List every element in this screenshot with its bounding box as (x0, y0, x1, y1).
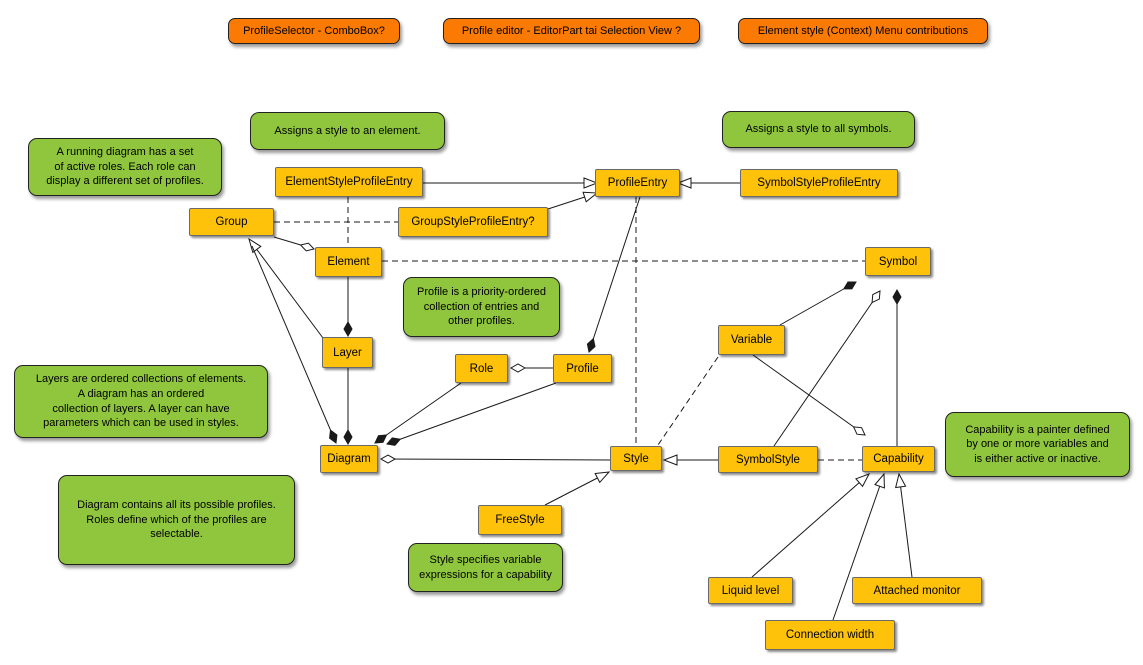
class-node-Role: Role (455, 354, 508, 383)
assigns-symbols-note: Assigns a style to all symbols. (722, 111, 915, 148)
running-diagram-note: A running diagram has a set of active ro… (28, 138, 222, 196)
class-node-Variable: Variable (718, 325, 785, 355)
edge-Layer-Group (248, 237, 324, 339)
class-node-Style: Style (610, 446, 662, 471)
edge-Style-Diagram (379, 454, 611, 464)
profile-priority-note: Profile is a priority-ordered collection… (403, 277, 560, 337)
edge-ConnectionWidth-Capability (832, 472, 885, 621)
edge-Variable-Style (657, 356, 719, 446)
class-node-FreeStyle: FreeStyle (478, 505, 562, 535)
edge-AttachedMonitor-Capability (895, 472, 913, 578)
edge-Group-Element (273, 236, 315, 252)
edge-FreeStyle-Style (544, 471, 611, 506)
class-node-Diagram: Diagram (320, 445, 378, 473)
class-node-ConnectionWidth: Connection width (765, 620, 895, 650)
edge-Role-Diagram (374, 382, 462, 444)
profile-editor-note: Profile editor - EditorPart tai Selectio… (443, 18, 700, 44)
diagram-contains-note: Diagram contains all its possible profil… (58, 475, 295, 565)
edge-Profile-Diagram (386, 382, 557, 446)
class-node-Capability: Capability (862, 446, 935, 472)
class-node-Symbol: Symbol (865, 247, 931, 276)
edge-Variable-Capability (752, 354, 866, 436)
class-node-AttachedMonitor: Attached monitor (852, 577, 982, 604)
edge-LiquidLevel-Capability (751, 473, 871, 578)
class-node-Group: Group (189, 208, 274, 236)
class-node-LiquidLevel: Liquid level (708, 577, 793, 604)
class-node-Layer: Layer (322, 337, 373, 368)
edge-Variable-Symbol (779, 281, 857, 326)
style-specifies-note: Style specifies variable expressions for… (408, 543, 563, 592)
element-style-menu-note: Element style (Context) Menu contributio… (738, 18, 988, 44)
class-node-ProfileEntry: ProfileEntry (595, 169, 680, 197)
edge-ProfileEntry-Profile (586, 196, 641, 353)
layers-ordered-note: Layers are ordered collections of elemen… (14, 365, 268, 438)
class-node-ElementStyleProfileEntry: ElementStyleProfileEntry (275, 167, 423, 197)
class-node-SymbolStyleProfileEntry: SymbolStyleProfileEntry (740, 169, 898, 197)
class-node-Element: Element (315, 247, 382, 277)
edge-SymbolStyle-Symbol (773, 290, 881, 447)
edge-GroupStyleProfileEntry-ProfileEntry (547, 191, 599, 210)
assigns-element-note: Assigns a style to an element. (250, 112, 445, 150)
class-node-Profile: Profile (553, 354, 612, 383)
capability-painter-note: Capability is a painter defined by one o… (945, 412, 1130, 477)
class-node-SymbolStyle: SymbolStyle (718, 446, 818, 473)
edge-Group-Diagram (251, 245, 338, 444)
profile-selector-note: ProfileSelector - ComboBox? (228, 18, 400, 44)
class-node-GroupStyleProfileEntry: GroupStyleProfileEntry? (398, 207, 548, 237)
